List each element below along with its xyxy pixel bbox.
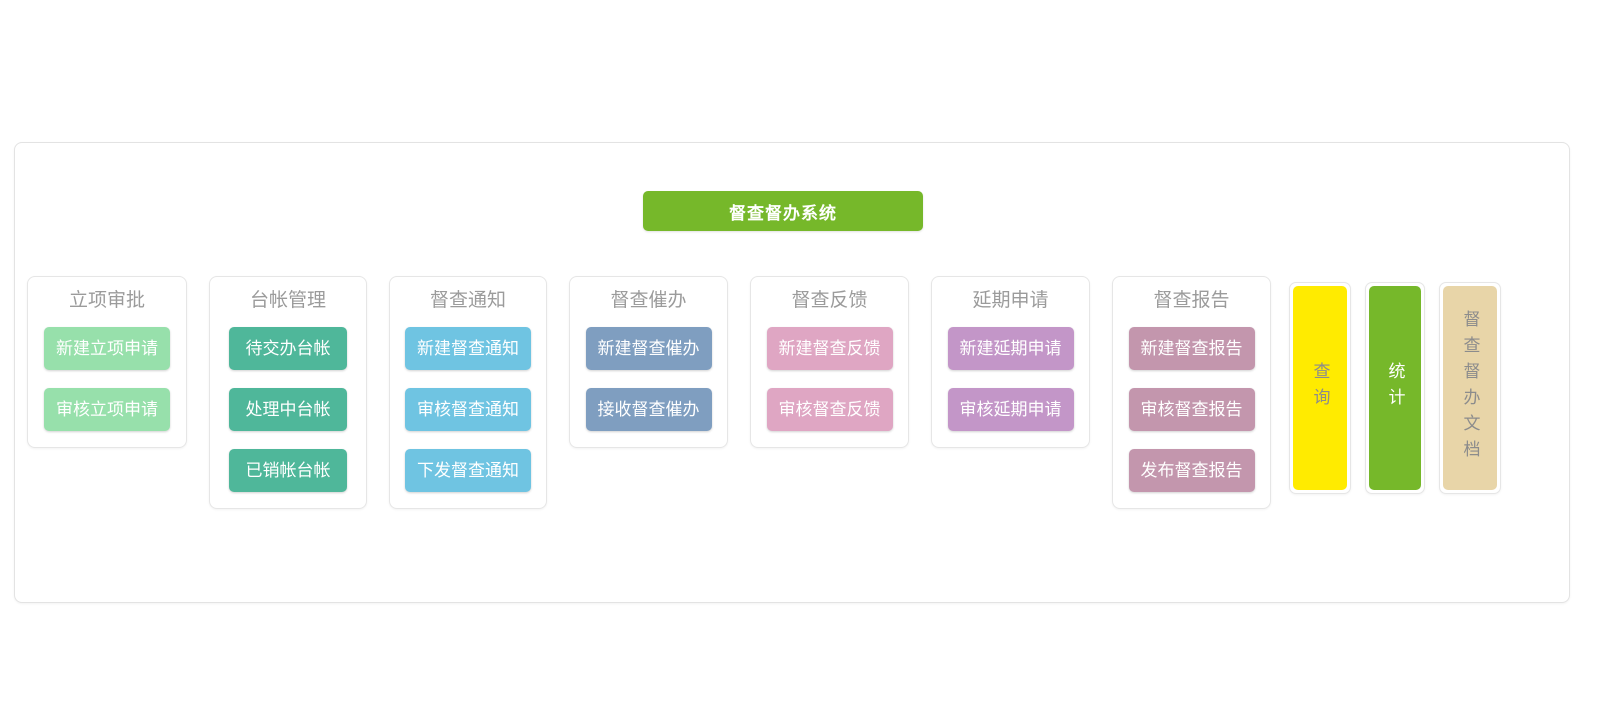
issue-supervision-notice-button[interactable]: 下发督查通知 — [405, 449, 531, 492]
side-panel-documents-button[interactable]: 督查督办文档 — [1443, 286, 1497, 490]
module-card-buttons: 新建督查报告审核督查报告发布督查报告 — [1125, 327, 1258, 492]
review-project-application-button[interactable]: 审核立项申请 — [44, 388, 170, 431]
module-card-title: 督查催办 — [610, 290, 687, 311]
new-project-application-button[interactable]: 新建立项申请 — [44, 327, 170, 370]
module-card-title: 台帐管理 — [249, 290, 326, 311]
module-card-approval: 立项审批新建立项申请审核立项申请 — [27, 276, 187, 448]
side-panel-documents: 督查督办文档 — [1439, 282, 1501, 494]
module-card-buttons: 新建督查反馈审核督查反馈 — [763, 327, 896, 431]
module-card-buttons: 新建督查催办接收督查催办 — [582, 327, 715, 431]
review-extension-application-button[interactable]: 审核延期申请 — [947, 388, 1074, 431]
side-panel-statistics-button[interactable]: 统计 — [1369, 286, 1421, 490]
closed-ledger-button[interactable]: 已销帐台帐 — [229, 449, 347, 492]
module-card-notice: 督查通知新建督查通知审核督查通知下发督查通知 — [389, 276, 547, 509]
side-panel-query: 查询 — [1289, 282, 1351, 494]
module-card-report: 督查报告新建督查报告审核督查报告发布督查报告 — [1112, 276, 1271, 509]
module-card-title: 延期申请 — [972, 290, 1049, 311]
side-panel-query-button[interactable]: 查询 — [1293, 286, 1347, 490]
publish-supervision-report-button[interactable]: 发布督查报告 — [1128, 449, 1255, 492]
module-card-buttons: 待交办台帐处理中台帐已销帐台帐 — [222, 327, 354, 492]
module-card-buttons: 新建立项申请审核立项申请 — [40, 327, 174, 431]
system-title-button[interactable]: 督查督办系统 — [643, 191, 923, 231]
module-card-title: 督查通知 — [429, 290, 506, 311]
module-card-title: 督查报告 — [1153, 290, 1230, 311]
side-panel-statistics: 统计 — [1365, 282, 1425, 494]
module-card-row: 立项审批新建立项申请审核立项申请台帐管理待交办台帐处理中台帐已销帐台帐督查通知新… — [15, 276, 1571, 536]
pending-handover-ledger-button[interactable]: 待交办台帐 — [229, 327, 347, 370]
module-card-feedback: 督查反馈新建督查反馈审核督查反馈 — [750, 276, 909, 448]
module-card-buttons: 新建督查通知审核督查通知下发督查通知 — [402, 327, 534, 492]
processing-ledger-button[interactable]: 处理中台帐 — [229, 388, 347, 431]
review-supervision-feedback-button[interactable]: 审核督查反馈 — [766, 388, 893, 431]
new-supervision-feedback-button[interactable]: 新建督查反馈 — [766, 327, 893, 370]
new-supervision-notice-button[interactable]: 新建督查通知 — [405, 327, 531, 370]
module-card-extension: 延期申请新建延期申请审核延期申请 — [931, 276, 1090, 448]
new-extension-application-button[interactable]: 新建延期申请 — [947, 327, 1074, 370]
module-card-reminder: 督查催办新建督查催办接收督查催办 — [569, 276, 728, 448]
receive-supervision-reminder-button[interactable]: 接收督查催办 — [585, 388, 712, 431]
review-supervision-notice-button[interactable]: 审核督查通知 — [405, 388, 531, 431]
new-supervision-report-button[interactable]: 新建督查报告 — [1128, 327, 1255, 370]
module-card-title: 立项审批 — [68, 290, 145, 311]
new-supervision-reminder-button[interactable]: 新建督查催办 — [585, 327, 712, 370]
review-supervision-report-button[interactable]: 审核督查报告 — [1128, 388, 1255, 431]
main-panel: 督查督办系统 立项审批新建立项申请审核立项申请台帐管理待交办台帐处理中台帐已销帐… — [14, 142, 1570, 603]
module-card-ledger: 台帐管理待交办台帐处理中台帐已销帐台帐 — [209, 276, 367, 509]
module-card-buttons: 新建延期申请审核延期申请 — [944, 327, 1077, 431]
module-card-title: 督查反馈 — [791, 290, 868, 311]
